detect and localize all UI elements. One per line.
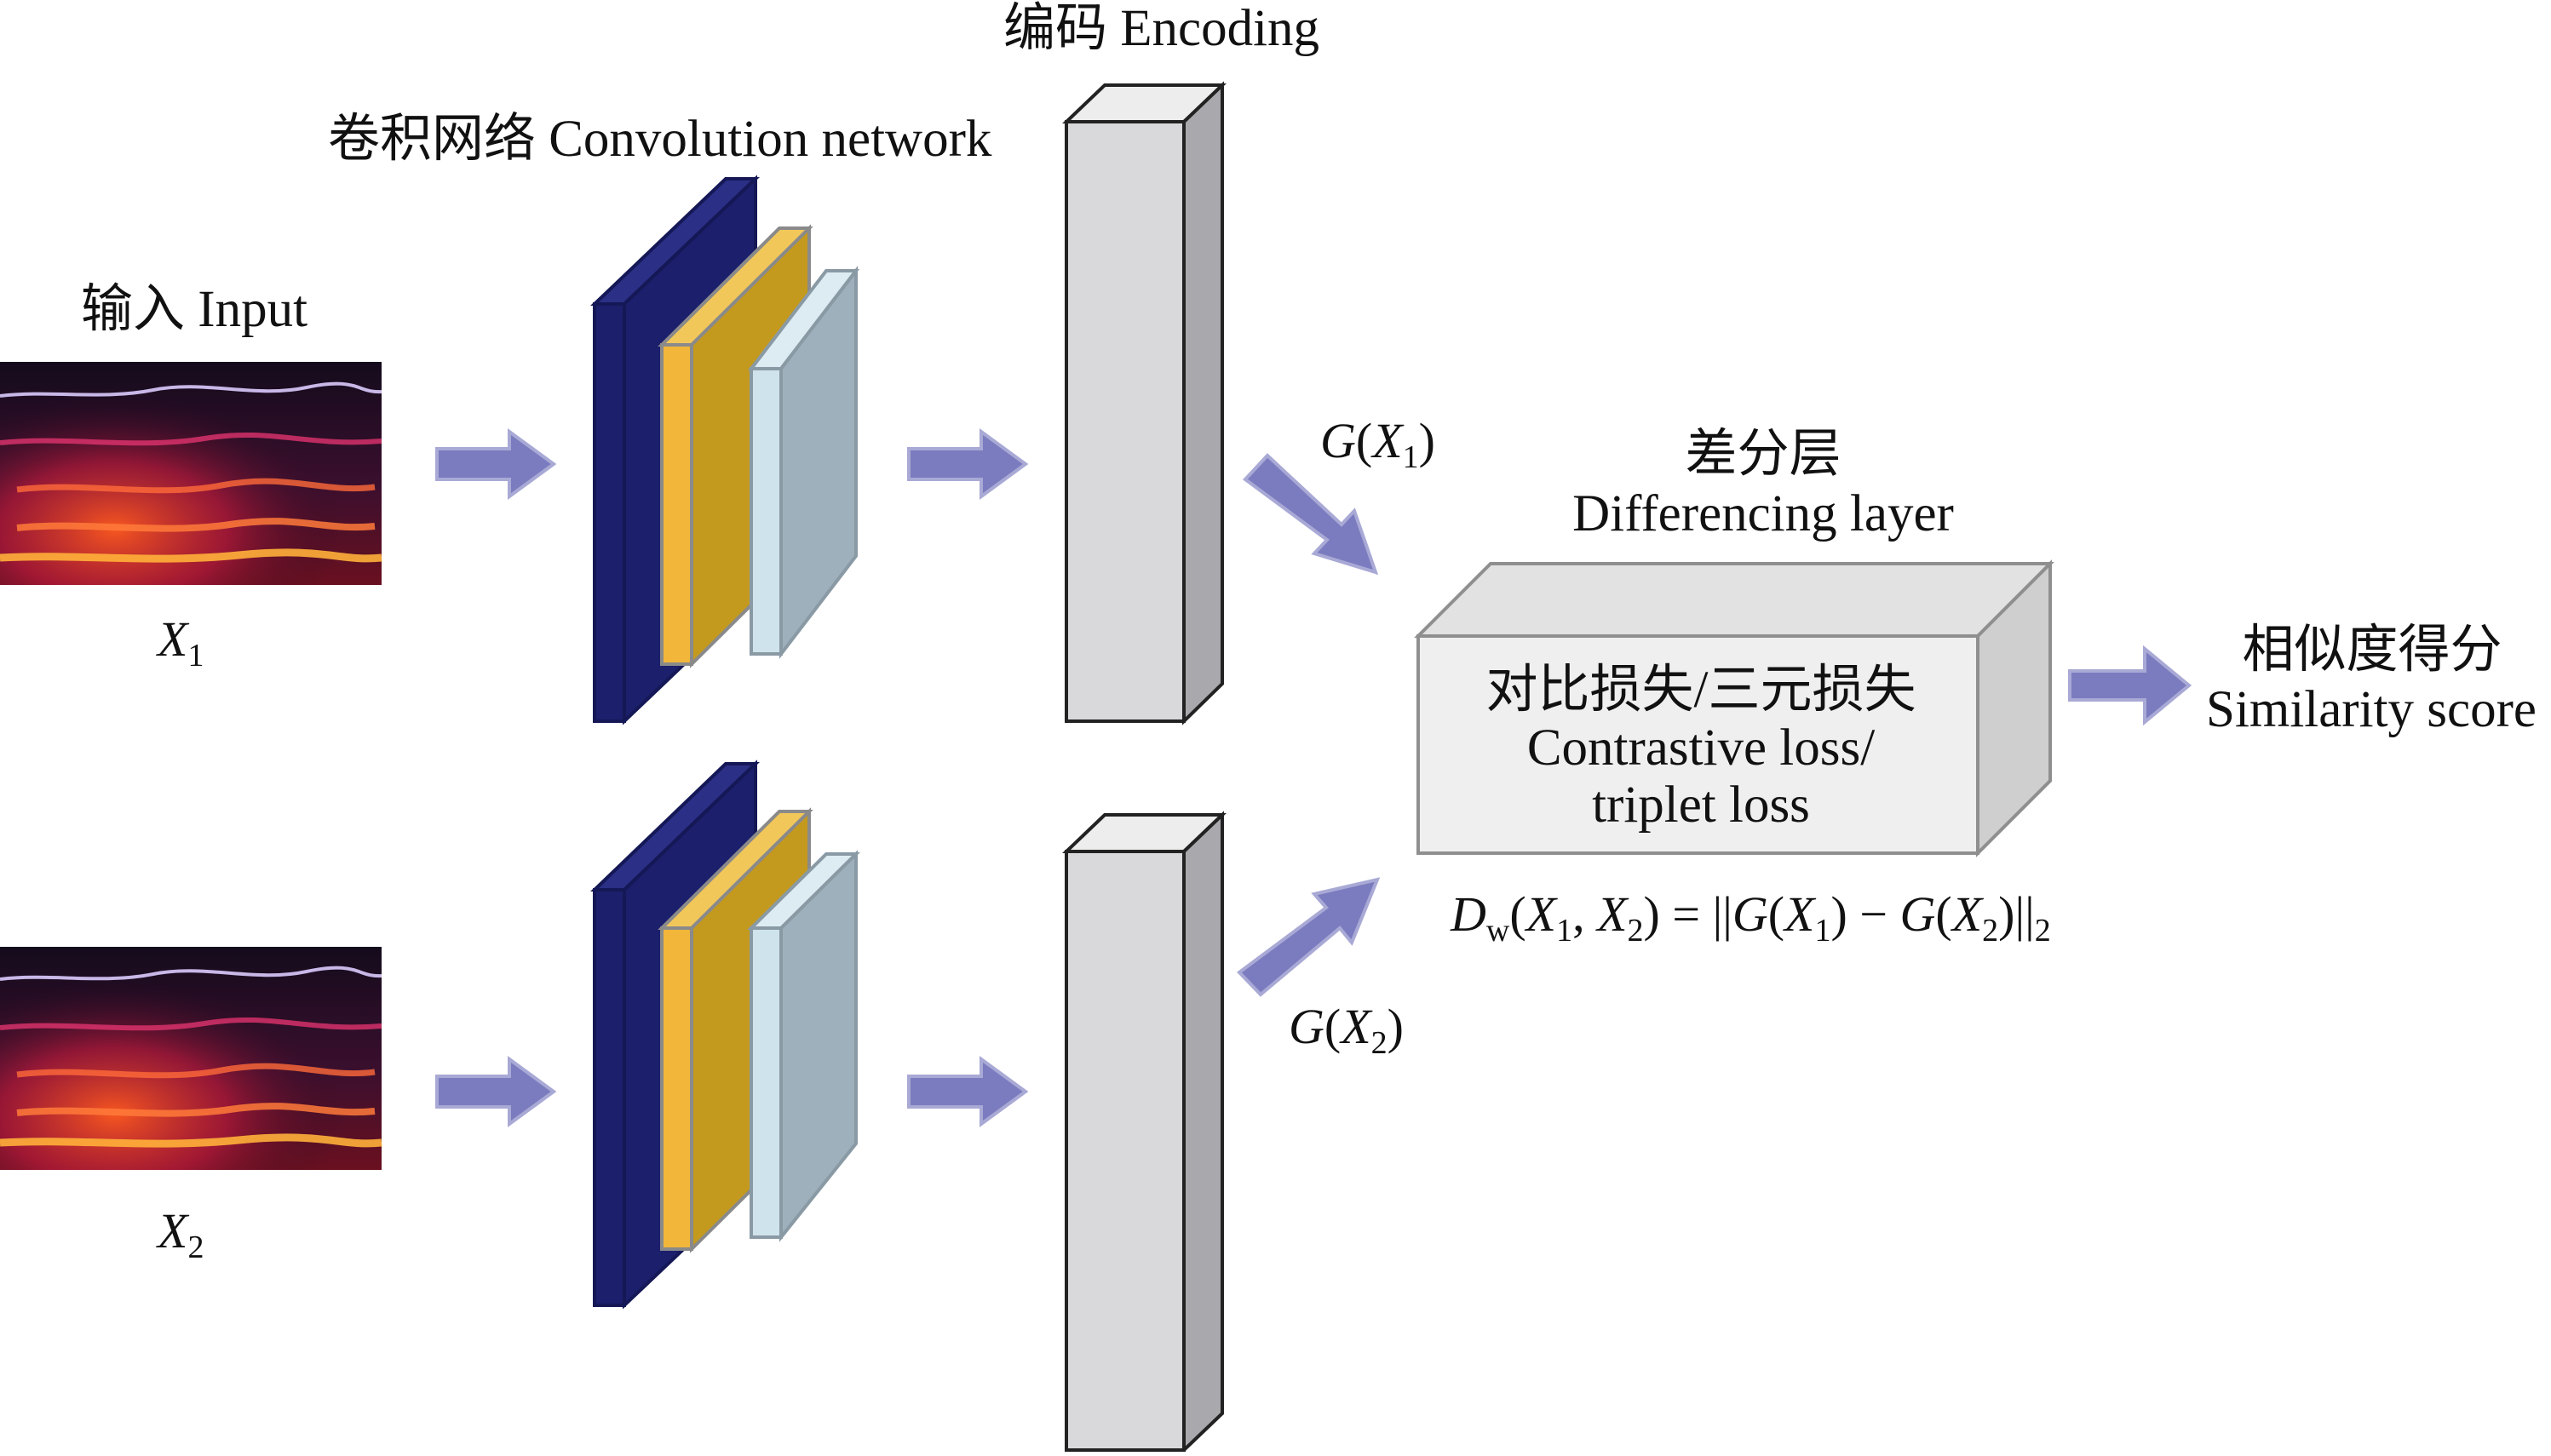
differencing-layer-en: Differencing layer [1572, 485, 1954, 542]
input-label: 输入 Input [81, 281, 307, 338]
conv-network-2 [590, 760, 860, 1310]
spectrogram-1 [0, 362, 382, 597]
g-x1-label: G(X1) [1320, 413, 1435, 475]
arrow-encoding2-to-diff [1236, 877, 1381, 997]
arrow-input2-to-conv [435, 1056, 557, 1127]
arrow-diff-to-score [2068, 645, 2192, 726]
x2-label: X2 [156, 1203, 204, 1265]
loss-label-zh: 对比损失/三元损失 [1486, 662, 1916, 719]
conv-network-label: 卷积网络 Convolution network [328, 111, 992, 168]
encoding-block-2 [1062, 811, 1227, 1454]
similarity-score-zh: 相似度得分 [2242, 622, 2502, 679]
arrow-input1-to-conv [435, 428, 557, 500]
arrow-conv2-to-encoding [907, 1056, 1029, 1127]
encoding-block-1 [1062, 81, 1227, 725]
x1-label: X1 [156, 611, 204, 674]
spectrogram-2 [0, 947, 382, 1182]
differencing-layer-zh: 差分层 [1685, 426, 1841, 483]
distance-formula: Dw(X1, X2) = ||G(X1) − G(X2)||2 [1450, 886, 2051, 949]
differencing-layer-box [1414, 559, 2054, 857]
loss-label-en-1: Contrastive loss/ [1527, 719, 1875, 777]
encoding-label: 编码 Encoding [1003, 0, 1319, 57]
arrow-encoding1-to-diff [1243, 453, 1379, 576]
conv-network-1 [590, 175, 860, 725]
g-x2-label: G(X2) [1289, 999, 1404, 1061]
arrow-conv1-to-encoding [907, 428, 1029, 500]
similarity-score-en: Similarity score [2206, 681, 2537, 738]
loss-label-en-2: triplet loss [1592, 777, 1810, 834]
